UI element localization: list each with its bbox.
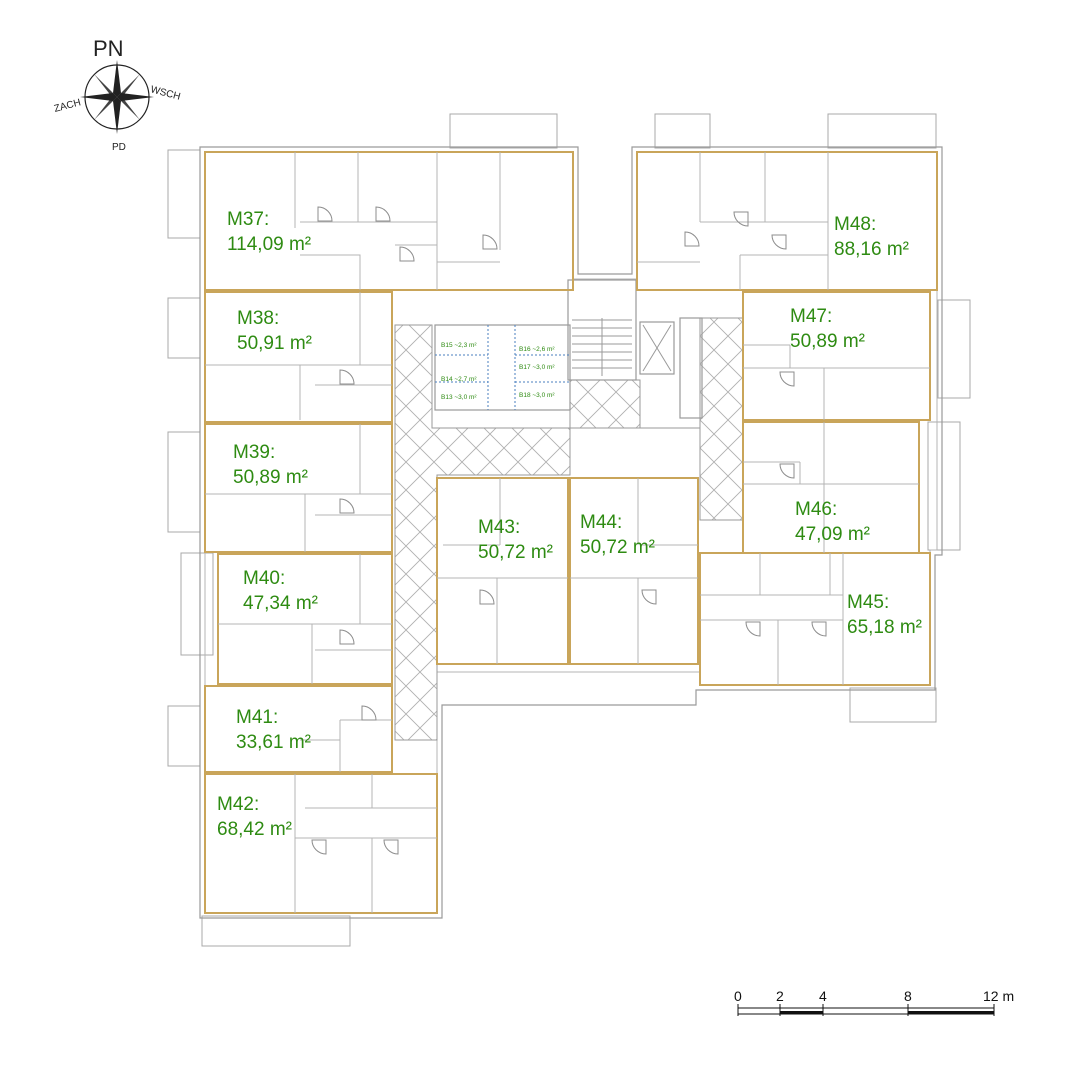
unit-m45-name: M45: (847, 592, 889, 613)
unit-m38-area: 50,91 m² (237, 333, 312, 354)
unit-m45-area: 65,18 m² (847, 617, 922, 638)
unit-m48-outline (636, 151, 938, 291)
door-swings (311, 206, 827, 855)
unit-m46-area: 47,09 m² (795, 524, 870, 545)
unit-m39-outline (204, 423, 393, 553)
unit-m39-name: M39: (233, 442, 275, 463)
scale-segment-2-4 (780, 1011, 823, 1014)
compass-west-label: ZACH (53, 97, 82, 115)
unit-m48-name: M48: (834, 214, 876, 235)
compass-rose-icon (80, 60, 154, 134)
unit-m44-area: 50,72 m² (580, 537, 655, 558)
unit-m47-name: M47: (790, 306, 832, 327)
compass-east-label: WSCH (149, 84, 181, 103)
scale-tick-0: 0 (734, 988, 742, 1004)
balconies (167, 113, 971, 947)
unit-outlines (204, 151, 938, 914)
unit-m46-outline (742, 421, 920, 554)
stair-core (567, 279, 703, 419)
unit-m44-name: M44: (580, 512, 622, 533)
scale-tick-8: 8 (904, 988, 912, 1004)
elevator-icon (639, 321, 675, 375)
storage-b15-label: B15 ~2,3 m² (441, 342, 477, 349)
unit-m37-name: M37: (227, 209, 269, 230)
unit-m43-name: M43: (478, 517, 520, 538)
unit-m47-outline (742, 291, 931, 421)
unit-m40-outline (217, 553, 393, 685)
unit-m39-area: 50,89 m² (233, 467, 308, 488)
unit-m41-outline (204, 685, 393, 773)
unit-m38-name: M38: (237, 308, 279, 329)
storage-labels: B15 ~2,3 m² B16 ~2,6 m² B14 ~2,7 m² B17 … (441, 342, 555, 401)
scale-segment-8-12 (908, 1011, 994, 1014)
interior-walls (205, 152, 930, 913)
unit-m40-name: M40: (243, 568, 285, 589)
unit-m44-outline (569, 477, 699, 665)
compass: PN PD ZACH WSCH (53, 36, 182, 153)
storage-b17-label: B17 ~3,0 m² (519, 364, 555, 371)
unit-m48-area: 88,16 m² (834, 239, 909, 260)
scale-bar: 0 2 4 8 12 m (734, 988, 1014, 1016)
unit-labels: M37: 114,09 m² M38: 50,91 m² M39: 50,89 … (217, 209, 922, 840)
unit-m41-area: 33,61 m² (236, 732, 311, 753)
storage-b13-label: B13 ~3,0 m² (441, 394, 477, 401)
storage-block (434, 324, 571, 411)
compass-south-label: PD (112, 142, 126, 153)
compass-north-label: PN (93, 36, 124, 61)
unit-m41-name: M41: (236, 707, 278, 728)
unit-m42-outline (204, 773, 438, 914)
unit-m46-name: M46: (795, 499, 837, 520)
unit-m42-name: M42: (217, 794, 259, 815)
unit-m37-area: 114,09 m² (227, 234, 311, 255)
storage-b14-label: B14 ~2,7 m² (441, 376, 477, 383)
unit-m43-outline (436, 477, 569, 665)
storage-b18-label: B18 ~3,0 m² (519, 392, 555, 399)
unit-m47-area: 50,89 m² (790, 331, 865, 352)
storage-b16-label: B16 ~2,6 m² (519, 346, 555, 353)
scale-tick-12: 12 m (983, 988, 1014, 1004)
unit-m40-area: 47,34 m² (243, 593, 318, 614)
scale-tick-4: 4 (819, 988, 827, 1004)
unit-m43-area: 50,72 m² (478, 542, 553, 563)
unit-m37-outline (204, 151, 574, 291)
unit-m38-outline (204, 291, 393, 423)
unit-m42-area: 68,42 m² (217, 819, 292, 840)
scale-tick-2: 2 (776, 988, 784, 1004)
